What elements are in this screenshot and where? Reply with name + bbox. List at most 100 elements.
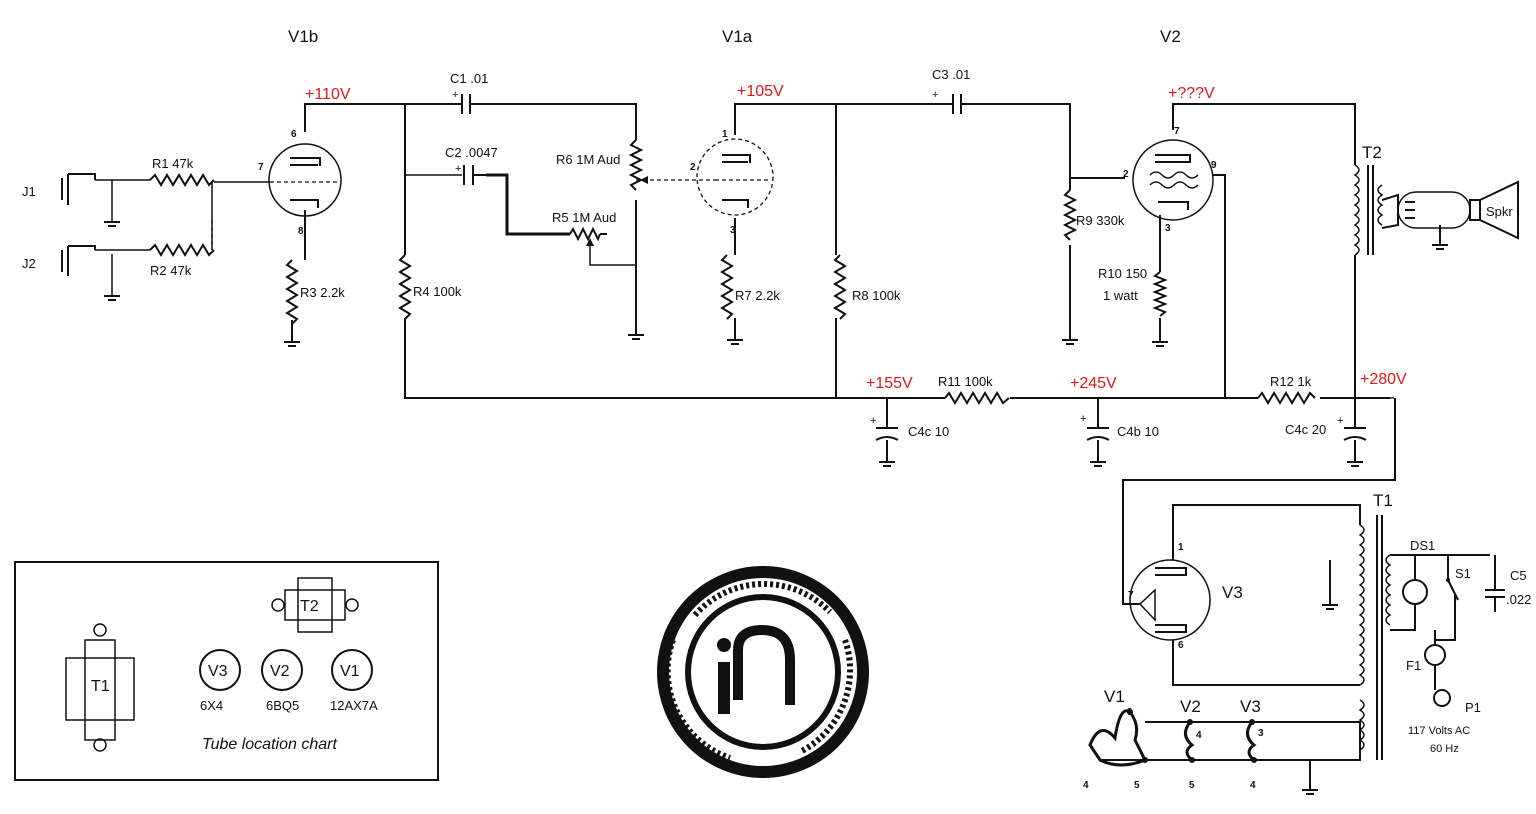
v2-pin: 7	[1174, 126, 1180, 137]
voltage-v1a-plate: +105V	[737, 83, 784, 100]
chart-transformer-t1: T1	[65, 623, 135, 752]
svg-text:+: +	[1080, 413, 1086, 425]
c5-value-label: .022	[1506, 592, 1531, 607]
tube-label-v1a: V1a	[722, 27, 753, 46]
r12-label: R12 1k	[1270, 374, 1312, 389]
tube-v3	[1129, 559, 1211, 641]
ground-symbol	[727, 339, 743, 345]
r4-label: R4 100k	[413, 284, 462, 299]
r1-label: R1 47k	[152, 156, 194, 171]
r3-resistor	[285, 259, 299, 325]
r5-wiper	[586, 238, 594, 246]
r5-label: R5 1M Aud	[552, 210, 616, 225]
jack-label-j1: J1	[22, 184, 36, 199]
v3-pin: 7	[1128, 590, 1134, 601]
svg-text:+: +	[1337, 415, 1343, 427]
svg-text:+: +	[452, 89, 458, 101]
v2-pin: 2	[1123, 169, 1129, 180]
r12-resistor	[1257, 391, 1316, 405]
r4-resistor	[398, 254, 412, 320]
chart-transformer-t2: T2	[271, 577, 359, 633]
voltage-245: +245V	[1070, 375, 1117, 392]
s1-label: S1	[1455, 566, 1471, 581]
c1-label: C1 .01	[450, 71, 488, 86]
c5-label: C5	[1510, 568, 1527, 583]
f1-label: F1	[1406, 658, 1421, 673]
r9-resistor	[1062, 189, 1078, 241]
capacitors: + + + + + +	[452, 89, 1505, 612]
chart-socket-label: V1	[340, 663, 360, 680]
r11-label: R11 100k	[938, 374, 993, 389]
f1-fuse	[1424, 644, 1446, 666]
r7-label: R7 2.2k	[735, 288, 780, 303]
voltage-280: +280V	[1360, 371, 1407, 388]
ground-symbol	[1432, 244, 1448, 250]
v1a-pin: 3	[730, 225, 736, 236]
c2-label: C2 .0047	[445, 145, 498, 160]
tube-v2	[1132, 139, 1214, 221]
voltage-v2-plate: +???V	[1168, 85, 1215, 102]
p1-label: P1	[1465, 700, 1481, 715]
v1b-pin: 8	[298, 226, 304, 237]
chart-socket-v1: V1 12AX7A	[330, 649, 378, 713]
speaker	[1397, 180, 1519, 240]
chart-socket-v2: V2 6BQ5	[261, 649, 303, 713]
mains-frequency-label: 60 Hz	[1430, 743, 1459, 755]
chart-socket-label: V2	[270, 663, 290, 680]
c3-label: C3 .01	[932, 67, 970, 82]
tube-label-v2: V2	[1160, 27, 1181, 46]
heater-pin: 4	[1250, 780, 1256, 791]
r8-label: R8 100k	[852, 288, 901, 303]
tube-location-chart: T1 T2 V3 6X4 V2 6BQ5 V1 12AX7A Tube loca…	[14, 561, 439, 781]
jack-j2	[61, 245, 96, 276]
v1a-pin: 2	[690, 162, 696, 173]
t1-label: T1	[1373, 491, 1393, 510]
r2-resistor	[149, 243, 215, 257]
c4b-capacitor: +	[1080, 413, 1110, 441]
v3-pin: 6	[1178, 640, 1184, 651]
v2-pin: 3	[1165, 223, 1171, 234]
tube-v1a	[696, 138, 774, 216]
heater-pin: 9	[1127, 707, 1133, 718]
c5-capacitor	[1485, 589, 1505, 612]
s1-switch	[1447, 579, 1459, 601]
r11-resistor	[944, 391, 1010, 405]
c2-capacitor: +	[455, 163, 486, 185]
c1-capacitor: +	[452, 89, 481, 114]
chart-t1-label: T1	[91, 678, 110, 695]
chart-title: Tube location chart	[202, 736, 337, 753]
r8-resistor	[833, 254, 847, 320]
seal-logo	[657, 566, 869, 778]
r6-wiper	[640, 176, 648, 184]
ds1-lamp	[1402, 579, 1428, 605]
speaker-label: Spkr	[1486, 204, 1513, 219]
chart-t2-label: T2	[300, 598, 319, 615]
ground-symbol	[1347, 461, 1363, 467]
v2-pin: 9	[1211, 160, 1217, 171]
v1b-pin: 6	[291, 129, 297, 140]
r3-label: R3 2.2k	[300, 285, 345, 300]
r6-label: R6 1M Aud	[556, 152, 620, 167]
r2-label: R2 47k	[150, 263, 192, 278]
ground-symbol	[1062, 339, 1078, 345]
mains-section	[1402, 578, 1459, 707]
c4c-20-capacitor: +	[1337, 415, 1367, 441]
r10-resistor	[1152, 271, 1168, 317]
ground-symbol	[628, 334, 644, 340]
heater-pin: 4	[1196, 730, 1202, 741]
svg-text:+: +	[870, 415, 876, 427]
t2-label: T2	[1362, 143, 1382, 162]
c4c-20-label: C4c 20	[1285, 422, 1326, 437]
heater-string	[1088, 709, 1257, 767]
r7-resistor	[720, 254, 734, 320]
heater-label-v2: V2	[1180, 697, 1201, 716]
jack-label-j2: J2	[22, 256, 36, 271]
resistors	[149, 139, 1316, 405]
heater-pin: 4	[1083, 780, 1089, 791]
r9-label: R9 330k	[1076, 213, 1125, 228]
v1b-pin: 7	[258, 162, 264, 173]
voltage-v1b-plate: +110V	[305, 86, 351, 103]
chart-socket-v3: V3 6X4	[199, 649, 241, 713]
r10-watt-label: 1 watt	[1103, 288, 1138, 303]
